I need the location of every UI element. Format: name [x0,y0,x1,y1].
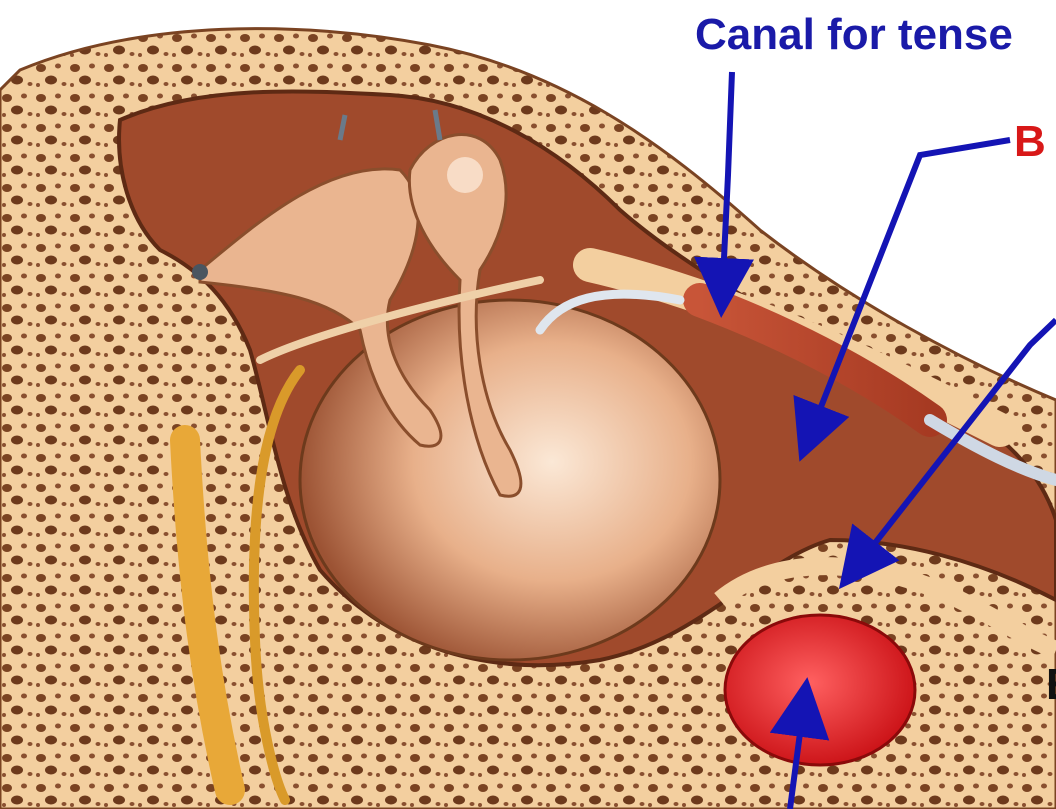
malleus-head-highlight [447,157,483,193]
lenticular-tip [192,264,208,280]
internal-carotid-artery [725,615,915,765]
label-canal-for-tensor: Canal for tense [695,10,1013,60]
label-e: E [1046,660,1056,710]
label-b: B [1014,117,1046,167]
